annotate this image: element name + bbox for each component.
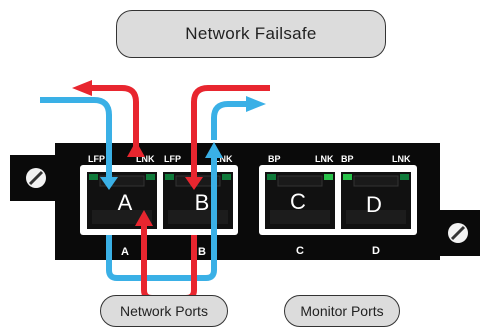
red-arrowhead-down-b (185, 177, 203, 190)
blue-arrowhead-up-b (205, 142, 223, 158)
blue-path-in-left (40, 97, 112, 180)
port-d-left-label: BP (341, 154, 354, 164)
port-d-jack (341, 172, 411, 229)
red-arrowhead-up-a-top (127, 141, 145, 157)
port-d-right-label: LNK (392, 154, 411, 164)
blue-arrowhead-right (246, 96, 266, 112)
port-d-bottom-label: D (372, 245, 380, 257)
port-c-left-label: BP (268, 154, 281, 164)
monitor-ports-label: Monitor Ports (300, 303, 384, 319)
right-screw-icon (448, 223, 468, 243)
blue-path-out-right (211, 101, 252, 140)
red-path-in-right (191, 85, 270, 180)
port-d-letter: D (366, 192, 382, 217)
port-a-bottom-label: A (121, 246, 129, 258)
port-b-bottom-label: B (198, 246, 206, 258)
port-b-right-label: LNK (214, 154, 233, 164)
port-c-right-label: LNK (315, 154, 334, 164)
port-c-jack (265, 172, 335, 229)
port-a-left-label: LFP (88, 154, 105, 164)
monitor-ports-pill: Monitor Ports (284, 295, 400, 327)
title-pill: Network Failsafe (116, 10, 386, 58)
port-c-bottom-label: C (296, 245, 304, 257)
port-b-jack (163, 172, 233, 229)
blue-arrowhead-down-a (100, 177, 118, 190)
port-b-letter: B (195, 190, 210, 215)
left-screw-icon (26, 168, 46, 188)
port-b-left-label: LFP (164, 154, 181, 164)
blue-path-loop (106, 150, 217, 281)
red-path-out-left (86, 85, 139, 150)
title-text: Network Failsafe (185, 24, 317, 43)
port-a-right-label: LNK (136, 154, 155, 164)
network-ports-pill: Network Ports (100, 295, 228, 327)
network-ports-label: Network Ports (120, 303, 208, 319)
red-arrowhead-left (72, 80, 92, 96)
red-arrowhead-up-a (135, 210, 153, 226)
port-c-letter: C (290, 189, 306, 214)
port-a-letter: A (118, 190, 133, 215)
